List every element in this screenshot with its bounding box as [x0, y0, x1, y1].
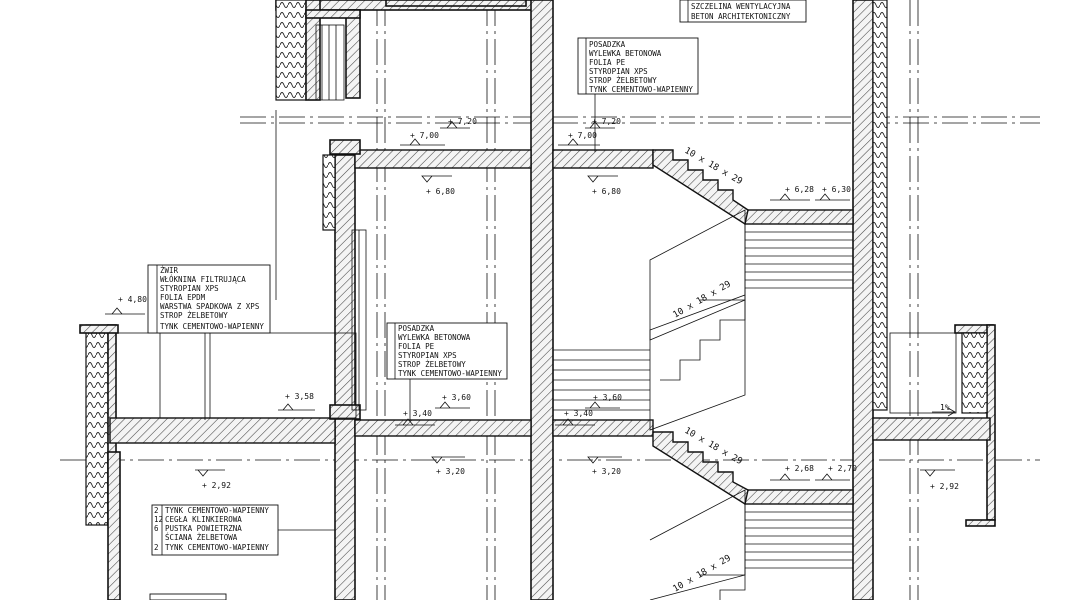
- layer-name: WYLEWKA BETONOWA: [398, 333, 471, 342]
- layer-name: TYNK CEMENTOWO-WAPIENNY: [160, 322, 264, 331]
- level-marker: + 6,80: [421, 175, 455, 196]
- layer-name: POSADZKA: [589, 40, 626, 49]
- svg-text:+ 6,28: + 6,28: [785, 185, 814, 194]
- layer-name: SZCZELINA WENTYLACYJNA: [691, 2, 791, 11]
- svg-text:+ 7,20: + 7,20: [592, 117, 621, 126]
- layer-name: TYNK CEMENTOWO-WAPIENNY: [165, 543, 269, 552]
- svg-text:+ 2,70: + 2,70: [828, 464, 857, 473]
- layer-name: BETON ARCHITEKTONICZNY: [691, 12, 791, 21]
- level-marker: + 7,20: [440, 117, 477, 129]
- level-marker: + 2,70: [815, 464, 857, 481]
- level-marker: + 7,20: [585, 117, 621, 129]
- level-marker: + 2,92: [195, 469, 231, 490]
- callout-floor-upper: POSADZKA WYLEWKA BETONOWA FOLIA PE STYRO…: [577, 37, 699, 152]
- callout-green-roof: ŻWIR WŁÓKNINA FILTRUJĄCA STYROPIAN XPS F…: [147, 264, 271, 420]
- level-marker: + 4,80: [105, 295, 147, 315]
- svg-text:+ 6,30: + 6,30: [822, 185, 851, 194]
- svg-text:+ 2,68: + 2,68: [785, 464, 814, 473]
- layer-name: FOLIA PE: [589, 58, 626, 67]
- layer-thickness: 2: [154, 506, 159, 515]
- level-marker: + 3,60: [585, 393, 622, 409]
- layer-name: TYNK CEMENTOWO-WAPIENNY: [398, 369, 502, 378]
- layer-name: STYROPIAN XPS: [398, 351, 457, 360]
- layer-thickness: 6: [154, 524, 159, 533]
- callout-top-right: SZCZELINA WENTYLACYJNA BETON ARCHITEKTON…: [679, 0, 807, 23]
- svg-text:+ 3,40: + 3,40: [564, 409, 593, 418]
- svg-text:+ 2,92: + 2,92: [930, 482, 959, 491]
- level-marker: + 3,20: [431, 456, 465, 476]
- svg-text:+ 3,60: + 3,60: [593, 393, 622, 402]
- layer-name: TYNK CEMENTOWO-WAPIENNY: [165, 506, 269, 515]
- layer-thickness: 12: [154, 515, 163, 524]
- layer-name: STROP ŻELBETOWY: [589, 76, 657, 85]
- level-marker: + 3,60: [435, 393, 471, 409]
- layer-name: STYROPIAN XPS: [589, 67, 648, 76]
- layer-name: CEGŁA KLINKIEROWA: [165, 515, 242, 524]
- level-marker: + 7,00: [558, 131, 600, 146]
- layer-thickness: 2: [154, 543, 159, 552]
- layer-name: WŁÓKNINA FILTRUJĄCA: [160, 275, 246, 284]
- svg-text:+ 7,00: + 7,00: [568, 131, 597, 140]
- svg-text:1%: 1%: [940, 403, 950, 412]
- level-marker: + 6,28: [770, 185, 814, 201]
- level-marker: + 2,68: [770, 464, 814, 481]
- level-markers: + 7,20 + 7,00 + 6,80 + 7,20 + 7,00 + 6,8…: [105, 117, 959, 491]
- stair-flights: [553, 149, 853, 600]
- level-marker: + 2,92: [920, 469, 959, 491]
- layer-name: FOLIA PE: [398, 342, 435, 351]
- svg-text:+ 2,92: + 2,92: [202, 481, 231, 490]
- svg-text:+ 6,80: + 6,80: [426, 187, 455, 196]
- svg-text:+ 7,00: + 7,00: [410, 131, 439, 140]
- svg-text:+ 4,80: + 4,80: [118, 295, 147, 304]
- svg-text:+ 6,80: + 6,80: [592, 187, 621, 196]
- layer-name: WYLEWKA BETONOWA: [589, 49, 662, 58]
- callout-wall: 2 TYNK CEMENTOWO-WAPIENNY 12 CEGŁA KLINK…: [151, 504, 335, 556]
- window-frames: [115, 24, 957, 419]
- level-marker: + 6,30: [815, 185, 851, 201]
- level-marker: + 7,00: [400, 131, 445, 146]
- level-marker: + 6,80: [587, 175, 621, 196]
- layer-name: ŻWIR: [160, 266, 179, 275]
- level-marker: + 3,20: [587, 456, 622, 476]
- layer-name: STROP ŻELBETOWY: [398, 360, 466, 369]
- layer-name: ŚCIANA ŻELBETOWA: [165, 533, 238, 542]
- layer-name: WARSTWA SPADKOWA Z XPS: [160, 302, 260, 311]
- callout-bottom-cut: [149, 593, 227, 600]
- layer-name: POSADZKA: [398, 324, 435, 333]
- stair-label: 10 x 18 x 29: [672, 553, 733, 594]
- svg-text:+ 3,58: + 3,58: [285, 392, 314, 401]
- layer-name: PUSTKA POWIETRZNA: [165, 524, 242, 533]
- layer-name: STROP ŻELBETOWY: [160, 311, 228, 320]
- layer-name: STYROPIAN XPS: [160, 284, 219, 293]
- svg-text:+ 3,40: + 3,40: [403, 409, 432, 418]
- level-marker: + 3,40: [555, 409, 595, 426]
- layer-name: TYNK CEMENTOWO-WAPIENNY: [589, 85, 693, 94]
- svg-text:+ 3,20: + 3,20: [592, 467, 621, 476]
- svg-text:+ 3,60: + 3,60: [442, 393, 471, 402]
- slabs: [109, 139, 991, 505]
- svg-text:+ 7,20: + 7,20: [448, 117, 477, 126]
- slope-marker: 1%: [932, 403, 956, 417]
- level-marker: + 3,40: [395, 409, 435, 426]
- level-marker: + 3,58: [278, 392, 315, 411]
- layer-name: FOLIA EPDM: [160, 293, 206, 302]
- callout-floor-middle: POSADZKA WYLEWKA BETONOWA FOLIA PE STYRO…: [386, 322, 508, 422]
- walls: [79, 0, 996, 600]
- svg-text:+ 3,20: + 3,20: [436, 467, 465, 476]
